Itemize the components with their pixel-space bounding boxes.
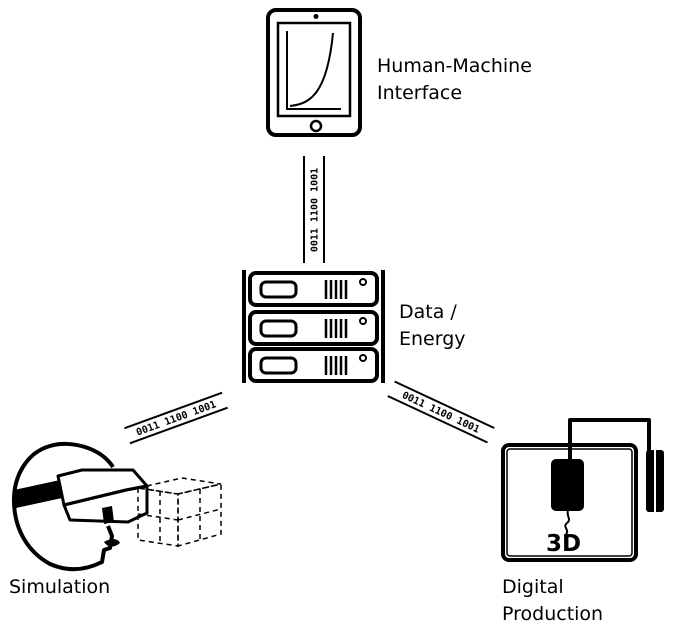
binary-label-vertical: 0011 1100 1001 — [310, 168, 321, 252]
3d-badge: 3D — [546, 531, 581, 557]
label-line: Data / — [399, 301, 457, 323]
binary-label-right: 0011 1100 1001 — [400, 390, 481, 436]
label-line: Human-Machine — [377, 55, 532, 77]
tablet-icon — [266, 8, 362, 137]
label-human-machine-interface: Human-Machine Interface — [377, 53, 532, 107]
label-line: Digital — [502, 576, 564, 598]
label-simulation: Simulation — [9, 574, 110, 601]
label-line: Interface — [377, 82, 463, 104]
server-rack-icon — [242, 270, 385, 383]
label-data-energy: Data / Energy — [399, 299, 466, 353]
link-hmi-server: 0011 1100 1001 — [303, 156, 325, 263]
label-digital-production: Digital Production — [502, 574, 603, 628]
label-line: Energy — [399, 328, 466, 350]
vr-headset-icon — [11, 441, 222, 571]
link-server-production: 0011 1100 1001 — [387, 380, 495, 444]
label-line: Production — [502, 603, 604, 625]
link-server-simulation: 0011 1100 1001 — [124, 391, 228, 445]
label-line: Simulation — [9, 576, 111, 598]
3d-printer-icon: 3D — [501, 418, 664, 562]
